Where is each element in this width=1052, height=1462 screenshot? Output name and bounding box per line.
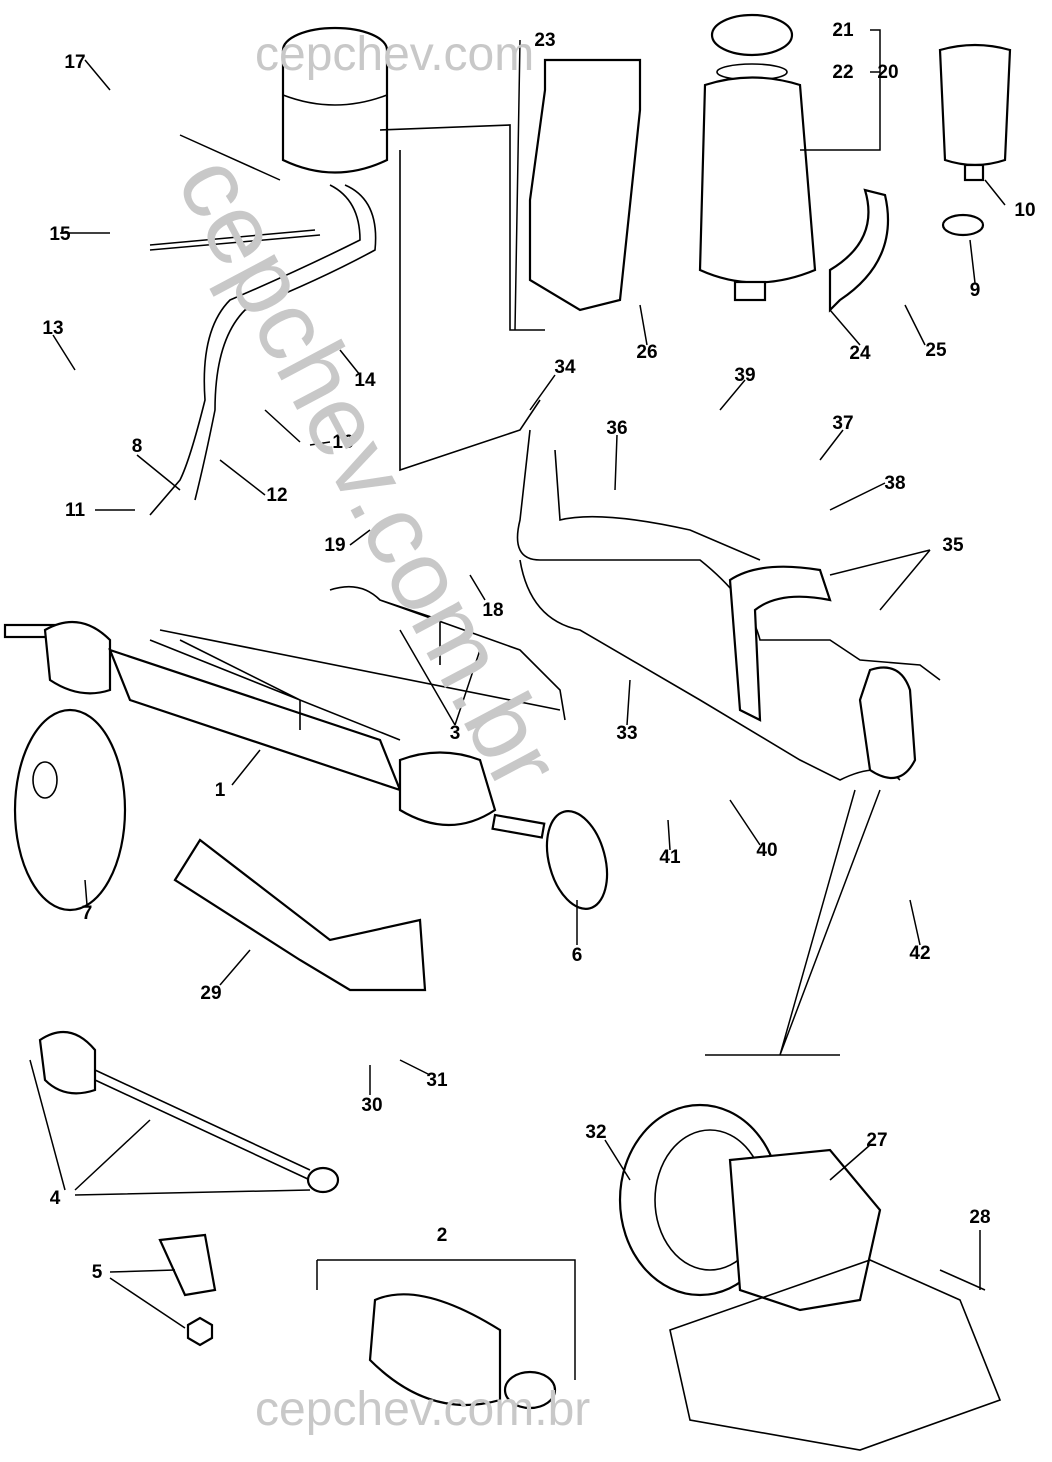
clamp-6 (545, 810, 609, 910)
callout-42: 42 (909, 943, 930, 964)
callout-31: 31 (426, 1070, 448, 1091)
reservoir-cap-top (281, 26, 389, 174)
callout-41: 41 (659, 847, 681, 868)
callout-38: 38 (884, 473, 905, 494)
reservoir-20 (698, 13, 817, 302)
pump-bracket (669, 1259, 1002, 1451)
return-lines (516, 429, 941, 781)
callout-10: 10 (1014, 200, 1035, 221)
callout-13: 13 (42, 318, 63, 339)
callout-25: 25 (925, 340, 947, 361)
power-steering-pump-27 (728, 1148, 882, 1312)
callout-8: 8 (132, 436, 143, 457)
callout-28: 28 (969, 1207, 990, 1228)
callout-11: 11 (65, 500, 86, 521)
seal-ring-9 (941, 213, 985, 237)
callout-19: 19 (324, 535, 345, 556)
callout-24: 24 (849, 343, 871, 364)
lines-3 (329, 585, 566, 721)
leader-lines (29, 29, 1006, 1380)
callout-36: 36 (606, 418, 627, 439)
callout-22: 22 (832, 62, 853, 83)
callout-27: 27 (866, 1130, 887, 1151)
callout-15: 15 (49, 224, 71, 245)
callout-29: 29 (200, 983, 221, 1004)
callout-20: 20 (877, 62, 898, 83)
callout-12: 12 (266, 485, 287, 506)
callout-35: 35 (942, 535, 964, 556)
boot-seal-7 (13, 708, 127, 912)
callout-3: 3 (450, 723, 461, 744)
callout-37: 37 (832, 413, 853, 434)
watermark-bottom: cepchev.com.br (255, 1383, 590, 1436)
callout-7: 7 (82, 903, 93, 924)
callout-6: 6 (572, 945, 583, 966)
pressure-switch-10 (938, 43, 1012, 182)
callout-17: 17 (64, 52, 85, 73)
bolt-28 (939, 1269, 986, 1291)
callout-1: 1 (215, 780, 226, 801)
callout-5: 5 (92, 1262, 103, 1283)
reservoir-hoses (149, 124, 545, 516)
clamp-24 (828, 188, 890, 313)
callout-32: 32 (585, 1122, 606, 1143)
callout-30: 30 (361, 1095, 382, 1116)
callout-34: 34 (554, 357, 576, 378)
bracket-23 (528, 58, 642, 312)
tie-rod-end-5 (158, 1233, 217, 1297)
boot-clamp-2 (503, 1370, 557, 1410)
rack-boot-2 (368, 1293, 502, 1407)
watermark-top: cepchev.com (255, 28, 534, 81)
steering-rack-1 (3, 620, 561, 839)
callout-18: 18 (482, 600, 503, 621)
heat-shield-29 (173, 838, 427, 992)
inner-tie-rod-4 (38, 1030, 97, 1095)
callout-4: 4 (50, 1188, 61, 1209)
callout-40: 40 (756, 840, 777, 861)
callout-23: 23 (534, 30, 555, 51)
callout-9: 9 (970, 280, 981, 301)
callout-14: 14 (354, 370, 376, 391)
callout-16: 16 (332, 432, 353, 453)
callout-39: 39 (734, 365, 755, 386)
callout-2: 2 (437, 1225, 448, 1246)
callout-21: 21 (832, 20, 854, 41)
callout-26: 26 (636, 342, 657, 363)
nut-4 (306, 1166, 340, 1194)
callout-33: 33 (616, 723, 637, 744)
nut-5 (186, 1316, 214, 1347)
